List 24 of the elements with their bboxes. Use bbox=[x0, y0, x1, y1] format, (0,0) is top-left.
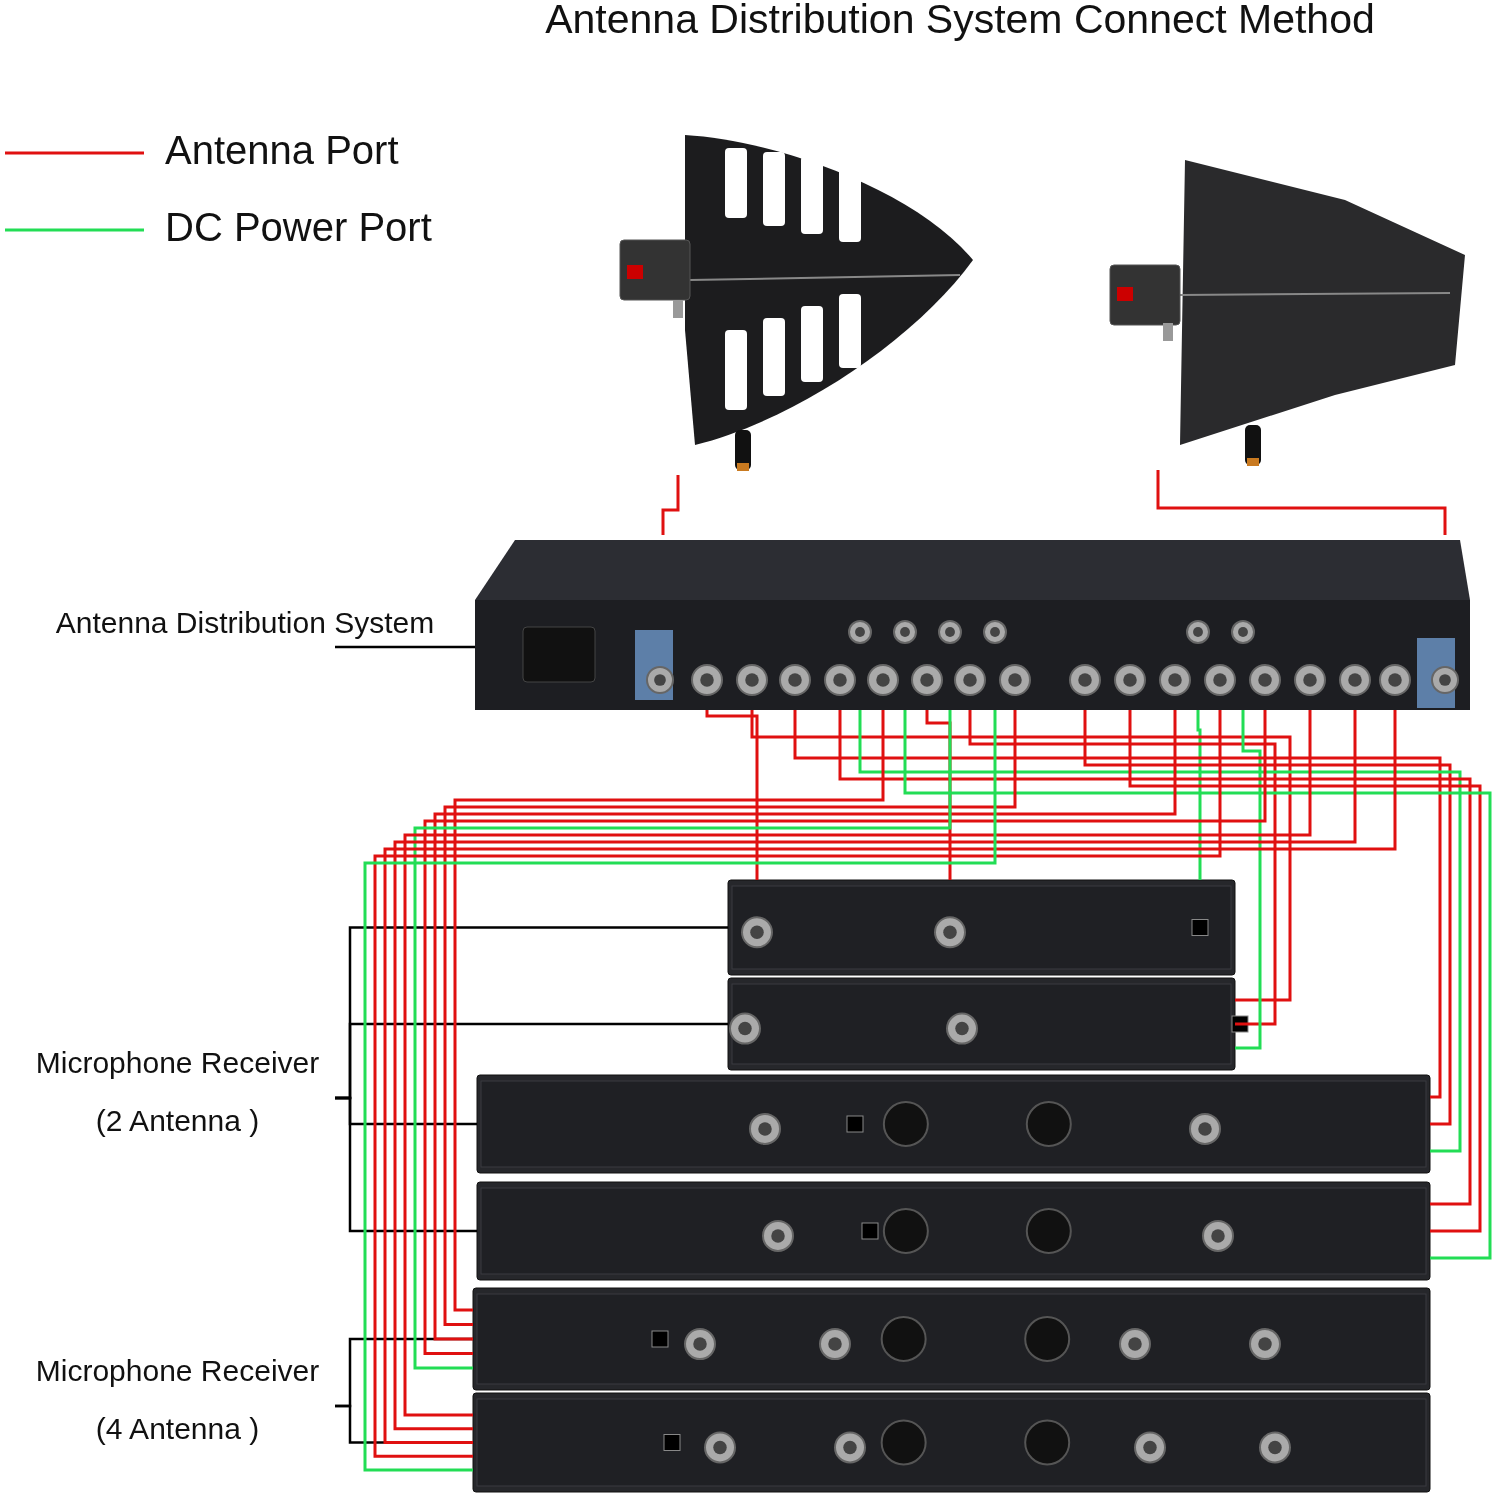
antenna-cable bbox=[968, 710, 1277, 1026]
leader-line bbox=[335, 1096, 477, 1233]
antenna-cable bbox=[453, 710, 885, 1312]
antenna-cable bbox=[1156, 470, 1447, 535]
antenna-cable bbox=[443, 710, 1017, 1326]
antenna-cable bbox=[793, 710, 1442, 1099]
antenna-cable bbox=[705, 710, 759, 880]
component-label: Microphone Receiver (2 Antenna ) bbox=[34, 1044, 321, 1139]
legend-label: DC Power Port bbox=[165, 205, 432, 250]
power-cable bbox=[1235, 710, 1262, 1050]
antenna-cable bbox=[1128, 710, 1482, 1233]
power-cable bbox=[413, 710, 952, 1370]
power-cable bbox=[363, 710, 997, 1472]
legend-label: Antenna Port bbox=[165, 128, 399, 173]
antenna-cable bbox=[661, 475, 680, 535]
antenna-cable bbox=[373, 710, 1222, 1458]
power-cable bbox=[1196, 710, 1202, 880]
power-cable bbox=[903, 710, 1492, 1260]
antenna-cable bbox=[1083, 710, 1452, 1126]
component-label: Microphone Receiver (4 Antenna ) bbox=[34, 1352, 321, 1447]
diagram-title: Antenna Distribution System Connect Method bbox=[544, 0, 1376, 43]
component-label: Antenna Distribution System bbox=[55, 605, 435, 642]
leader-line bbox=[335, 645, 475, 649]
antenna-cable bbox=[750, 710, 1292, 1002]
